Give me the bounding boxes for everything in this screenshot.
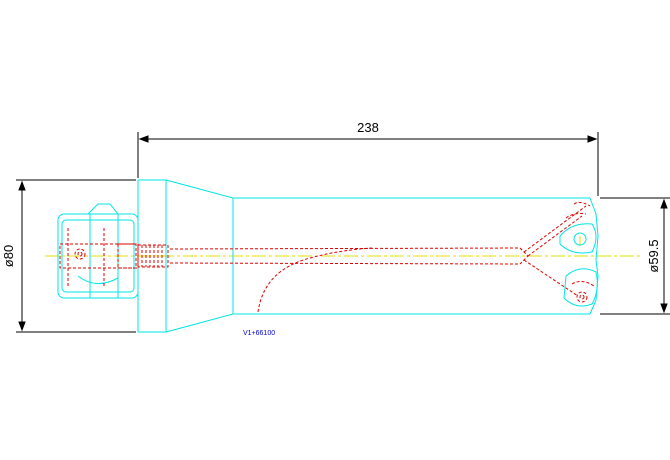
- dim-overall-length: 238: [357, 120, 379, 135]
- cutting-insert-upper: [559, 223, 597, 254]
- dim-body-diameter: ø80: [1, 245, 16, 267]
- part-number: V1+66100: [243, 330, 275, 337]
- dim-cutter-diameter: ø59.5: [646, 239, 661, 272]
- cutting-insert-lower: [563, 268, 598, 307]
- hidden-lines: [59, 201, 595, 313]
- dimension-lines: [16, 132, 670, 333]
